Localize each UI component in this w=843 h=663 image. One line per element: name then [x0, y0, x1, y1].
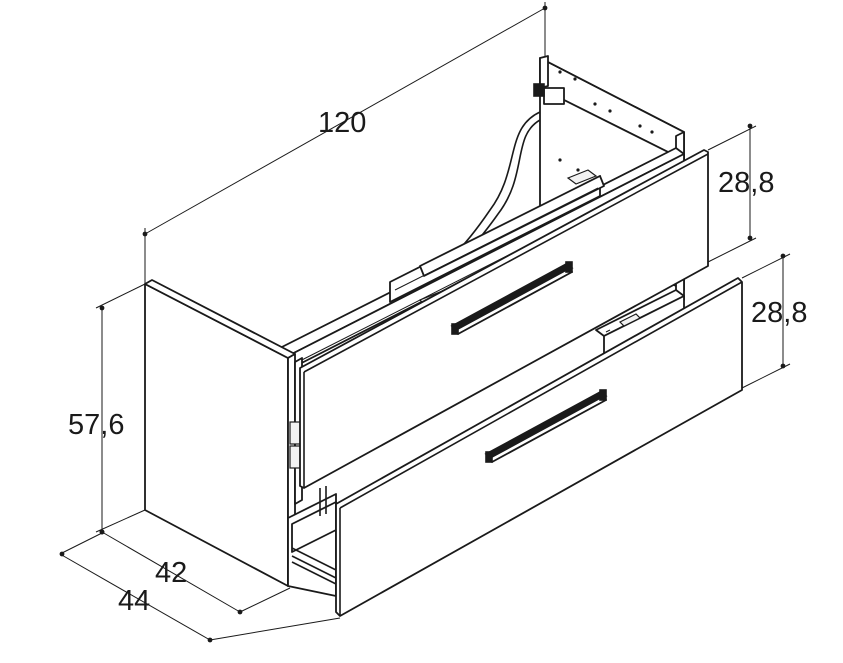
- cabinet-left-side-panel: [144, 279, 296, 587]
- dimension-depth: 42 44: [59, 529, 341, 643]
- cabinet-top-rails: [271, 147, 685, 375]
- depth-outer-label: 44: [118, 585, 150, 617]
- width-label: 120: [318, 107, 366, 139]
- height-label: 57,6: [68, 409, 124, 441]
- dimension-lower-drawer: 28,8: [741, 253, 807, 389]
- lower-drawer-front: [335, 277, 743, 617]
- upper-drawer-handle: [450, 261, 574, 335]
- lower-drawer-height-label: 28,8: [751, 297, 807, 329]
- upper-drawer-height-label: 28,8: [718, 167, 774, 199]
- lower-drawer-box: [287, 486, 337, 597]
- dimension-height: 57,6: [68, 283, 146, 535]
- lower-drawer-handle: [484, 389, 608, 463]
- dimension-upper-drawer: 28,8: [707, 123, 774, 263]
- dimension-width: 120: [142, 2, 548, 284]
- depth-inner-label: 42: [155, 557, 187, 589]
- upper-drawer-front: [299, 149, 709, 489]
